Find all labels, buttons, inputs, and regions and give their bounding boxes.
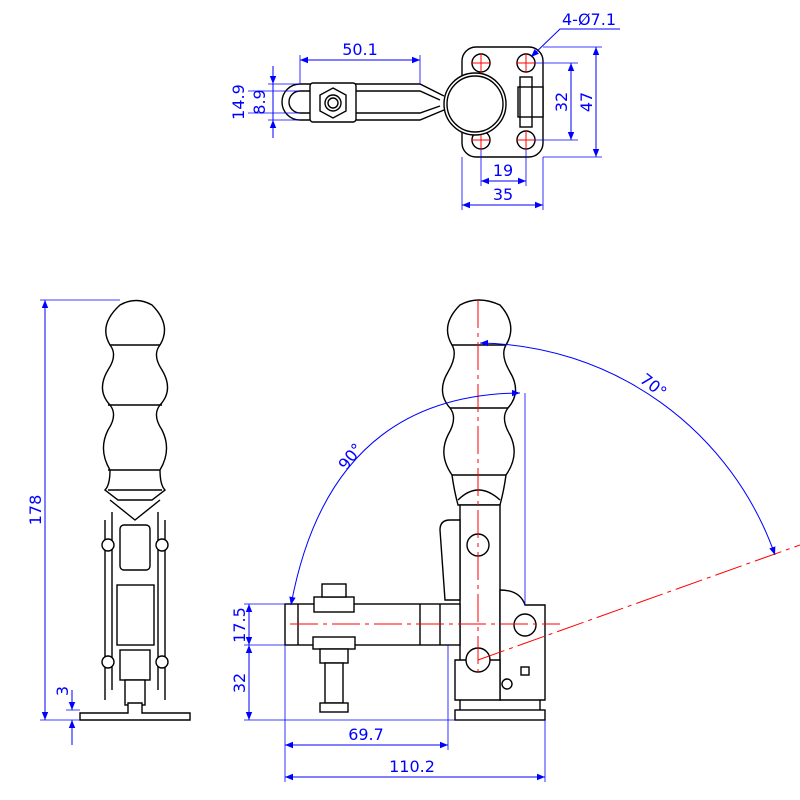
open-position-centerline <box>477 544 800 661</box>
dim-slot-inner: 8.9 <box>250 89 269 114</box>
hex-nut <box>319 87 347 119</box>
dim-hole-spacing-v: 32 <box>552 92 571 112</box>
dim-arm-height: 17.5 <box>230 607 249 643</box>
dim-base-thickness: 3 <box>53 686 72 696</box>
dim-base-height: 47 <box>577 92 596 112</box>
dim-handle-angle: 90° <box>334 440 366 474</box>
dim-overall-length: 110.2 <box>389 757 435 776</box>
dim-hole-spec: 4-Ø7.1 <box>562 10 616 29</box>
top-view: 50.1 14.9 8.9 32 47 19 35 4-Ø7.1 <box>229 10 620 210</box>
dim-base-width: 35 <box>493 185 513 204</box>
dim-open-angle: 70° <box>636 369 670 401</box>
clamp-body <box>499 589 546 701</box>
handle-grip-side <box>101 299 169 501</box>
dim-arm-elevation: 32 <box>230 673 249 693</box>
side-view: 178 3 <box>26 299 191 745</box>
handle-grip-front <box>441 299 517 506</box>
upper-nut <box>313 596 355 613</box>
spindle-side <box>116 584 155 646</box>
front-view: 90° 70° 17.5 32 69.7 110.2 <box>230 299 800 782</box>
angle-arc-70 <box>479 339 776 556</box>
dim-arm-length: 50.1 <box>342 40 378 59</box>
spindle-bolt <box>324 662 344 704</box>
pivot-block <box>517 86 544 118</box>
base-side <box>79 702 191 721</box>
dim-slot-outer: 14.9 <box>229 84 248 120</box>
angle-arc-90 <box>289 389 521 606</box>
handle-knob-top <box>443 72 507 136</box>
base-front <box>454 709 546 721</box>
lower-nut <box>312 636 356 650</box>
dim-overall-height: 178 <box>26 495 45 526</box>
dim-hole-spacing-h: 19 <box>493 161 513 180</box>
dim-spindle-reach: 69.7 <box>348 725 384 744</box>
